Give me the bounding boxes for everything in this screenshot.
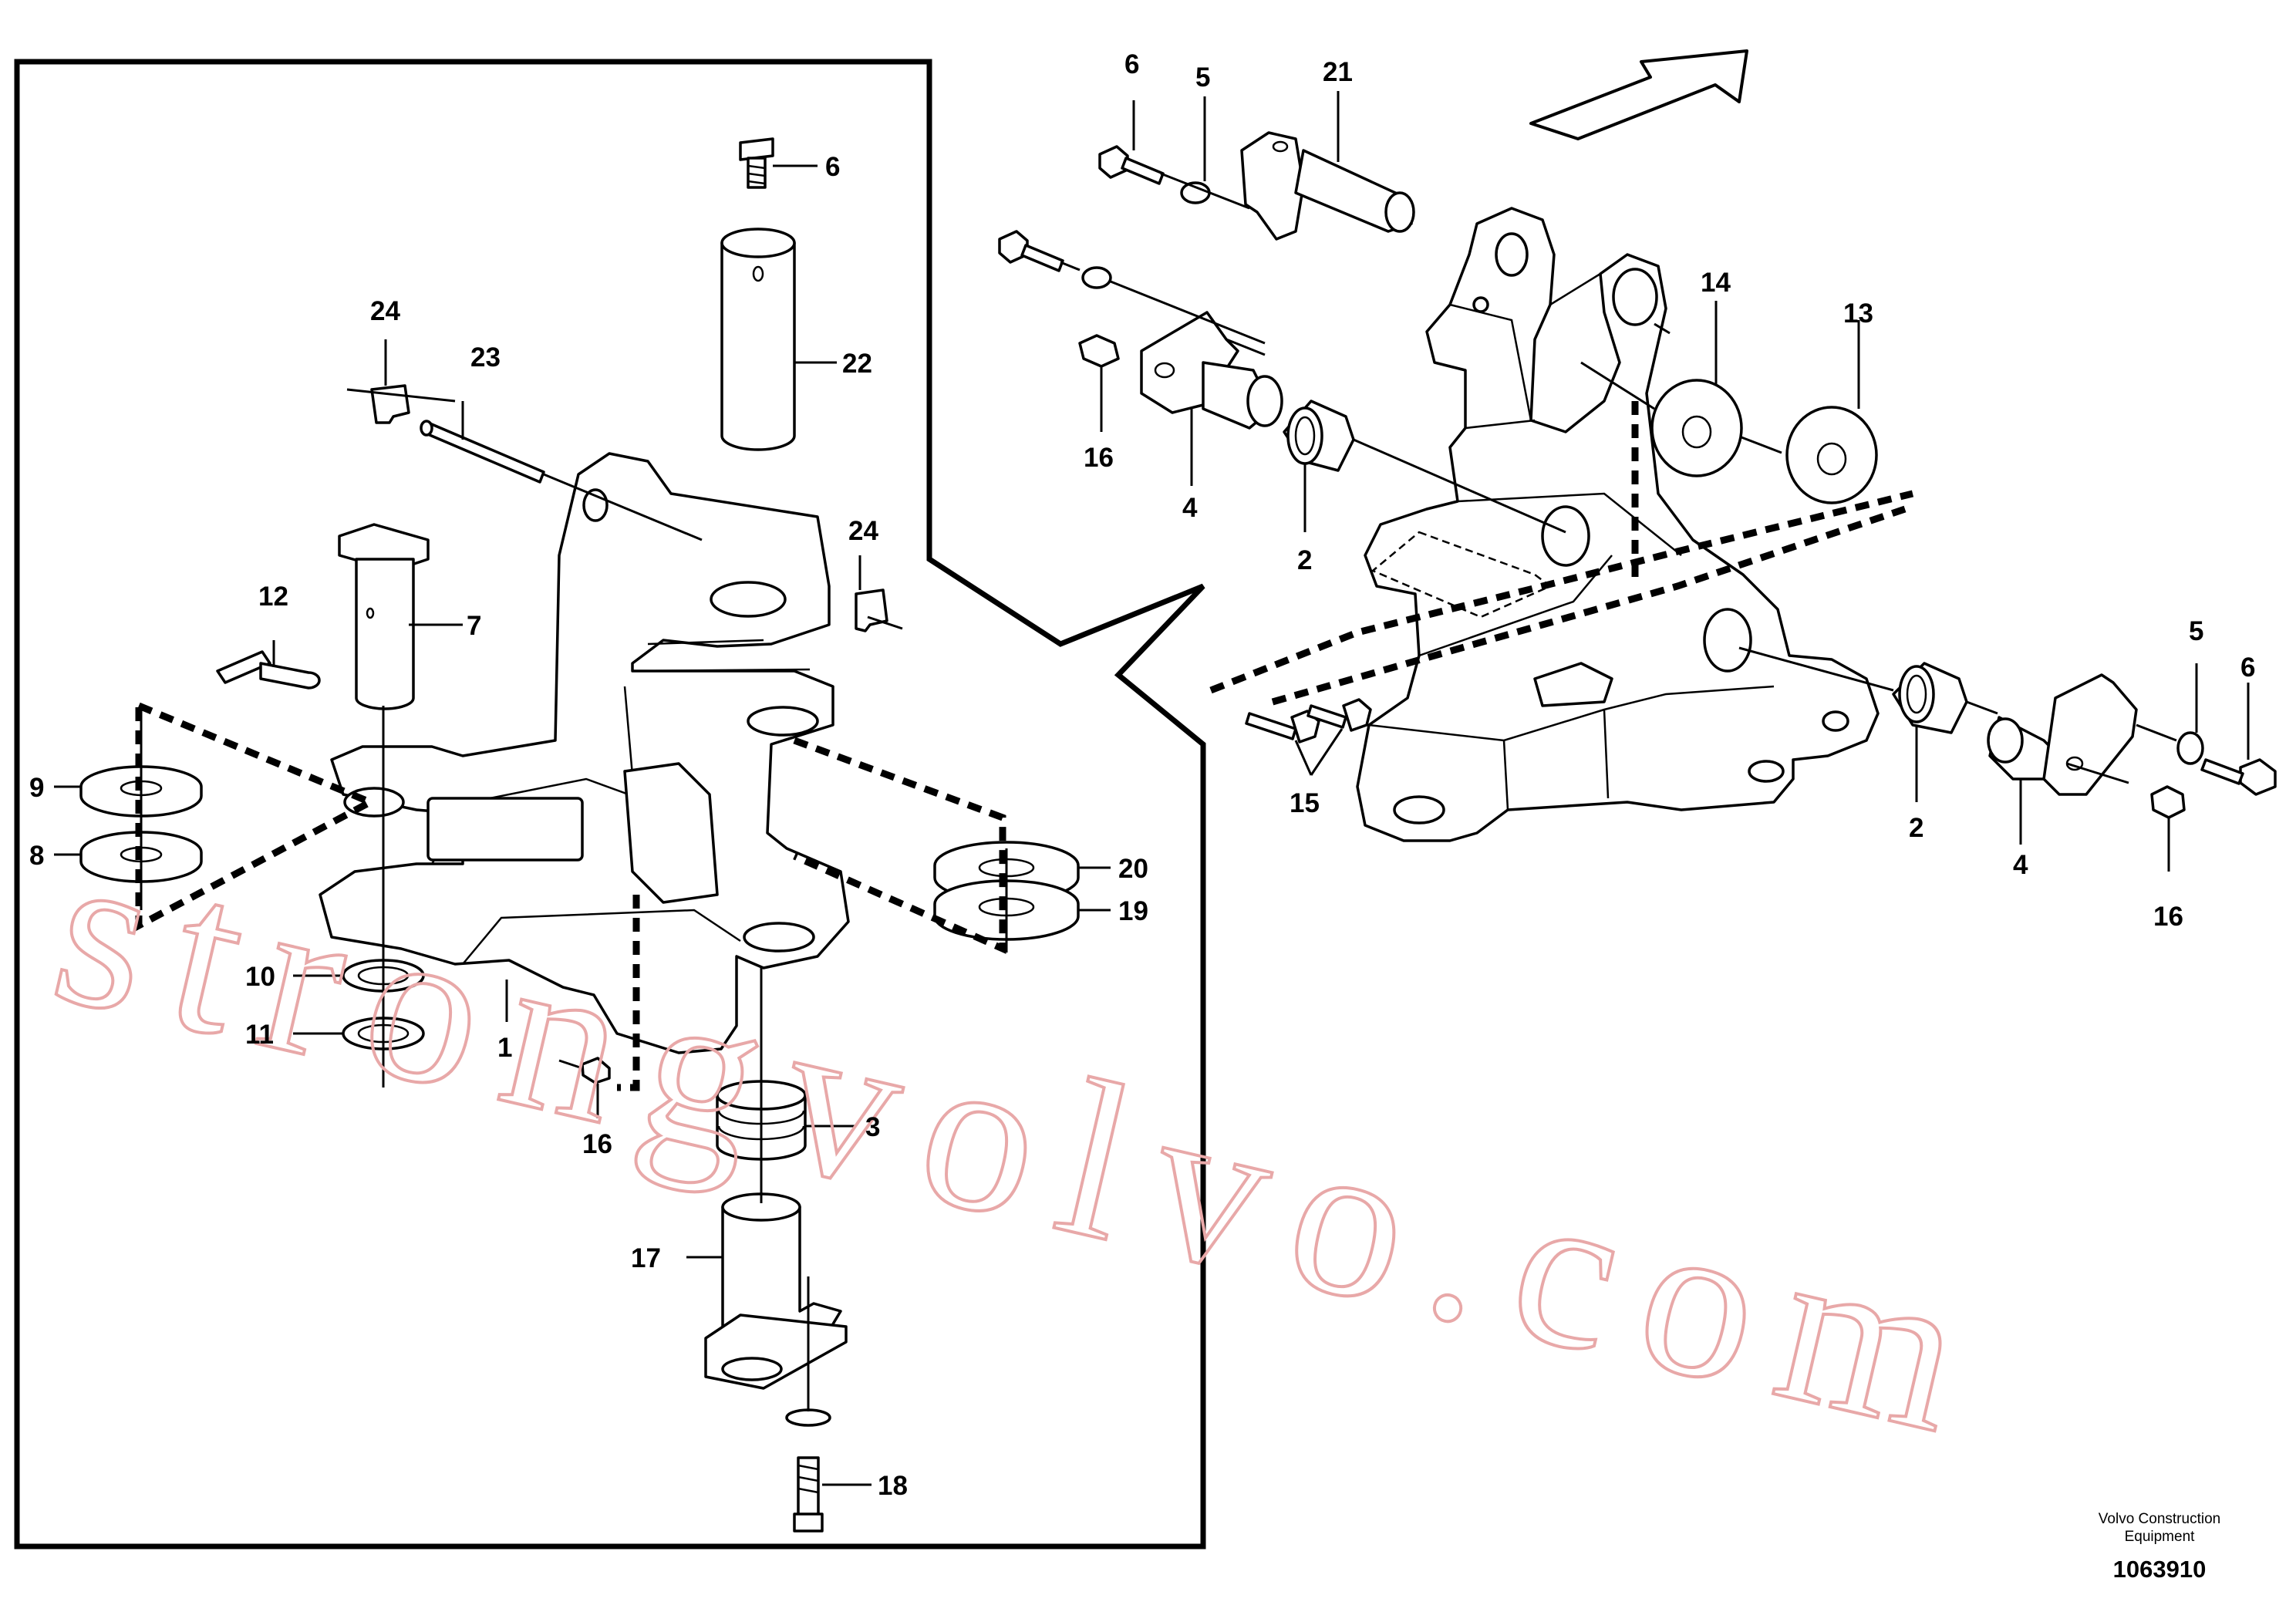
dashed-outline-left-1 (135, 702, 379, 932)
pin-7 (338, 523, 430, 710)
label-8: 8 (29, 841, 44, 871)
pin-4-lower (1987, 673, 2138, 796)
frame-main-right (1356, 207, 1880, 842)
clip-24-left (370, 384, 410, 424)
washer-5-middle (1081, 266, 1112, 289)
spring-pin-23 (420, 420, 545, 484)
label-6-right-top: 6 (1124, 49, 1139, 79)
washer-13 (1785, 406, 1878, 504)
left-assembly (79, 137, 1080, 1533)
washer-5-upper (1180, 181, 1211, 204)
bushing-2-lower (1892, 662, 1968, 734)
direction-arrow-icon (1529, 49, 1748, 140)
label-5-right-top: 5 (1195, 62, 1210, 93)
clip-24-right (855, 588, 888, 632)
leader-lines (54, 91, 2250, 1486)
bolts-15 (1245, 698, 1372, 744)
pin-17 (704, 1192, 848, 1390)
labels-right: 6 5 21 14 13 16 4 2 15 2 4 5 6 16 (1084, 49, 2255, 932)
label-15: 15 (1290, 788, 1320, 818)
label-21: 21 (1323, 57, 1353, 87)
label-19: 19 (1118, 896, 1148, 926)
label-1: 1 (497, 1033, 512, 1063)
pin-22 (720, 228, 796, 451)
pin-4-upper (1140, 311, 1283, 430)
label-6-right-lower: 6 (2240, 653, 2255, 683)
label-11: 11 (245, 1020, 274, 1050)
grease-nipple-16-upper (1078, 334, 1120, 368)
bolt-6-right-upper (1098, 145, 1165, 185)
label-22: 22 (842, 349, 872, 379)
dashed-outline-left-3 (617, 895, 640, 1091)
washer-14 (1650, 379, 1743, 477)
label-20: 20 (1118, 854, 1148, 884)
label-16-left: 16 (582, 1129, 612, 1159)
label-2-right-upper: 2 (1297, 545, 1312, 575)
label-24-left: 24 (370, 296, 400, 326)
bolt-6-right-middle (998, 230, 1064, 272)
label-5-right-lower: 5 (2189, 616, 2203, 646)
document-number: 1063910 (2113, 1556, 2207, 1583)
label-3: 3 (865, 1112, 880, 1142)
label-16-right-upper: 16 (1084, 443, 1114, 473)
grease-nipple-16-left (581, 1057, 611, 1084)
bolt-6-right-lower (2200, 758, 2277, 796)
washer-5-lower (2176, 731, 2204, 765)
label-7: 7 (467, 611, 481, 641)
grease-nipple-16-lower (2150, 785, 2186, 819)
label-4-right-lower: 4 (2013, 850, 2028, 880)
lock-pin-12 (216, 650, 321, 690)
label-9: 9 (29, 773, 44, 803)
label-18: 18 (878, 1471, 908, 1501)
dashed-outline-right-2 (1271, 505, 1907, 706)
frame-1 (319, 452, 850, 1054)
label-16-right-lower: 16 (2153, 902, 2183, 932)
brand-line-2: Equipment (2125, 1529, 2196, 1545)
bushing-2-upper (1283, 400, 1355, 472)
label-23: 23 (470, 342, 501, 373)
label-2-right-lower: 2 (1909, 813, 1923, 843)
label-4-right-upper: 4 (1182, 493, 1198, 523)
labels-left: 6 22 24 23 24 12 7 9 8 10 11 1 16 3 17 1… (29, 152, 1148, 1501)
detail-frame (14, 59, 1206, 1549)
label-14: 14 (1701, 268, 1731, 298)
pin-21 (1240, 131, 1415, 241)
label-6: 6 (825, 152, 840, 182)
brand-line-1: Volvo Construction (2099, 1511, 2220, 1527)
bolt-6-top (739, 137, 774, 189)
washer-bottom (785, 1408, 831, 1427)
dashed-outline-left-2 (793, 737, 1006, 954)
label-10: 10 (245, 962, 275, 992)
dashed-outline-right-1 (1209, 490, 1914, 694)
label-13: 13 (1843, 298, 1873, 329)
label-24-right: 24 (848, 516, 878, 546)
label-17: 17 (631, 1243, 661, 1273)
label-12: 12 (258, 582, 288, 612)
bolt-18 (793, 1456, 824, 1533)
